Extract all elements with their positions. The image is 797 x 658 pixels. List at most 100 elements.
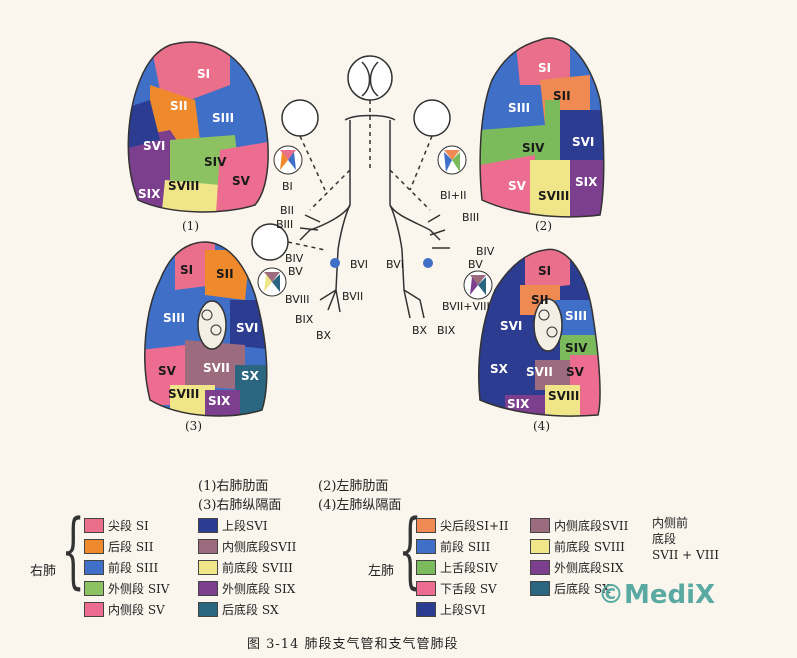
p4-label-sx: SX xyxy=(490,362,509,376)
color-swatch xyxy=(416,539,436,554)
bronchus-labels-right: BI BII BIII BIV BV BVIII BVII BIX BX BVI xyxy=(276,180,368,342)
legend-label: 内侧底段SVII xyxy=(222,540,297,554)
color-swatch xyxy=(84,539,104,554)
legend-label: 前段 SIII xyxy=(440,540,491,554)
legend-right-col1-item: 外侧段 SIV xyxy=(84,578,169,599)
p2-label-sii: SII xyxy=(553,89,571,103)
legend-left-col1-item: 上舌段SIV xyxy=(416,557,509,578)
combined-note-line1: 内侧前 xyxy=(652,516,689,530)
p1-label-sv: SV xyxy=(232,174,251,188)
p3-label-svi: SVI xyxy=(236,321,258,335)
p4-label-siii: SIII xyxy=(565,309,587,323)
p1-label-svi: SVI xyxy=(143,139,165,153)
color-swatch xyxy=(530,518,550,533)
p2-label-sviii: SVIII xyxy=(538,189,569,203)
caption-panel-2: (2)左肺肋面 xyxy=(318,479,389,494)
legend-right-col2-item: 前底段 SVIII xyxy=(198,557,296,578)
legend-right-brace: { xyxy=(61,503,85,598)
legend-label: 内侧段 SV xyxy=(108,603,165,617)
legend-left-col1-item: 前段 SIII xyxy=(416,536,509,557)
legend-label: 前底段 SVIII xyxy=(554,540,625,554)
p3-label-si: SI xyxy=(180,263,193,277)
lung-segment-diagram: SI SII SIII SVI SIV SIX SVIII SV (1) SI … xyxy=(127,37,605,433)
p3-label-sv: SV xyxy=(158,364,177,378)
legend-right-col1-item: 尖段 SI xyxy=(84,515,169,536)
legend-left-lung-label: 左肺 xyxy=(368,564,395,579)
legend-label: 上段SVI xyxy=(440,603,486,617)
legend-label: 外侧底段 SIX xyxy=(222,582,296,596)
legend-label: 上舌段SIV xyxy=(440,561,498,575)
color-swatch xyxy=(416,581,436,596)
bronchial-tree xyxy=(251,55,451,319)
legend-right-col1-item: 后段 SII xyxy=(84,536,169,557)
bronchus-label-bviii: BVIII xyxy=(285,293,309,306)
color-swatch xyxy=(84,581,104,596)
bronchus-label-biii: BIII xyxy=(276,218,293,231)
legend-left-col1-item: 尖后段SI+II xyxy=(416,515,509,536)
bronchial-rosettes xyxy=(257,145,493,300)
bronchus-label-bix-left: BIX xyxy=(437,324,456,337)
legend-left-col2-item: 后底段 SX xyxy=(530,578,628,599)
p3-label-svii: SVII xyxy=(203,361,230,375)
legend-label: 后段 SII xyxy=(108,540,154,554)
p2-label-siv: SIV xyxy=(522,141,545,155)
p4-label-six: SIX xyxy=(507,397,530,411)
caption-panel-3: (3)右肺纵隔面 xyxy=(198,498,282,513)
color-swatch xyxy=(530,539,550,554)
p4-label-si: SI xyxy=(538,264,551,278)
panel-2-left-costal: SI SII SIII SIV SVI SIX SV SVIII (2) xyxy=(479,37,605,233)
bronchus-label-bv: BV xyxy=(288,265,303,278)
color-swatch xyxy=(416,602,436,617)
p1-label-siii: SIII xyxy=(212,111,234,125)
legend-left-col2-item: 前底段 SVIII xyxy=(530,536,628,557)
legend-right-lung-label: 右肺 xyxy=(30,564,57,579)
legend-right-col1-item: 前段 SIII xyxy=(84,557,169,578)
p1-label-sii: SII xyxy=(170,99,188,113)
bronchus-label-biii-left: BIII xyxy=(462,211,479,224)
bronchus-label-biv-left: BIV xyxy=(476,245,495,258)
p4-label-svii: SVII xyxy=(526,365,553,379)
watermark: ©MediX xyxy=(598,580,716,610)
color-swatch xyxy=(198,602,218,617)
p1-label-sviii: SVIII xyxy=(168,179,199,193)
p2-label-six: SIX xyxy=(575,175,598,189)
bronchus-label-bi-ii: BI+II xyxy=(440,189,467,202)
color-swatch xyxy=(198,539,218,554)
p2-label-si: SI xyxy=(538,61,551,75)
bronchus-label-bx-left: BX xyxy=(412,324,428,337)
color-swatch xyxy=(84,560,104,575)
legend-left-col1-item: 上段SVI xyxy=(416,599,509,620)
bronchus-label-bvii-viii: BVII+VIII xyxy=(442,300,490,313)
legend-left-col2-item: 内侧底段SVII xyxy=(530,515,628,536)
panel-1-right-costal: SI SII SIII SVI SIV SIX SVIII SV (1) xyxy=(127,41,269,233)
color-swatch xyxy=(416,560,436,575)
p3-label-sii: SII xyxy=(216,267,234,281)
p1-label-siv: SIV xyxy=(204,155,227,169)
legend-label: 尖后段SI+II xyxy=(440,519,509,533)
p4-label-sviii: SVIII xyxy=(548,389,579,403)
legend-right-col2-item: 外侧底段 SIX xyxy=(198,578,296,599)
figure-caption: 图 3-14 肺段支气管和支气管肺段 xyxy=(247,637,459,652)
p3-label-sviii: SVIII xyxy=(168,387,199,401)
caption-panel-1: (1)右肺肋面 xyxy=(198,479,269,494)
legend-label: 前底段 SVIII xyxy=(222,561,293,575)
p4-label-svi: SVI xyxy=(500,319,522,333)
p3-label-sx: SX xyxy=(241,369,260,383)
legend-left-brace: { xyxy=(398,503,422,598)
panel-3-right-mediastinal: SI SII SIII SVI SV SVII SX SVIII SIX (3) xyxy=(144,241,268,433)
p3-label-six: SIX xyxy=(208,394,231,408)
color-swatch xyxy=(530,560,550,575)
legend-left-col2-item: 外侧底段SIX xyxy=(530,557,628,578)
legend-label: 内侧底段SVII xyxy=(554,519,629,533)
bronchus-label-bi: BI xyxy=(282,180,293,193)
bronchus-label-bv-left: BV xyxy=(468,258,483,271)
p4-label-siv: SIV xyxy=(565,341,588,355)
color-swatch xyxy=(84,518,104,533)
p4-label-sii: SII xyxy=(531,293,549,307)
caption-panel-4: (4)左肺纵隔面 xyxy=(318,498,402,513)
legend-label: 外侧段 SIV xyxy=(108,582,170,596)
legend-label: 尖段 SI xyxy=(108,519,149,533)
bronchus-label-bvii: BVII xyxy=(342,290,363,303)
